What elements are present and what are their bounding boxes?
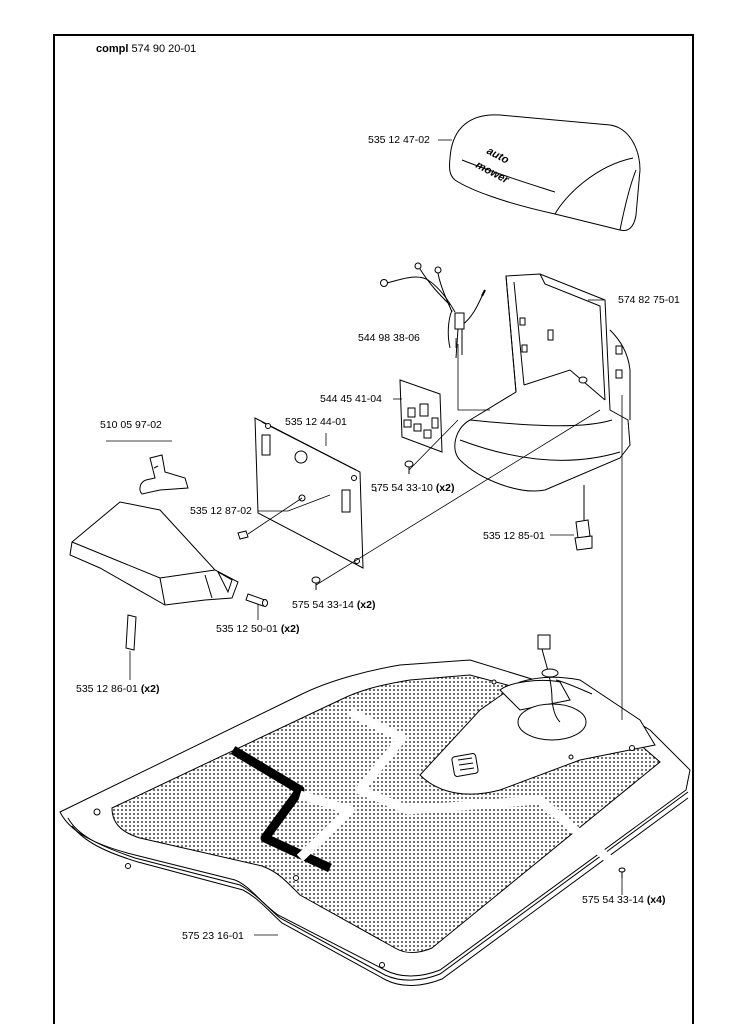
label-plate-screw: 575 54 33-14 (x2) bbox=[292, 599, 376, 611]
charging-plate-part bbox=[70, 502, 238, 605]
label-plate: 535 12 44-01 bbox=[285, 416, 347, 428]
part-qty: (x4) bbox=[646, 894, 666, 906]
base-plate-part bbox=[60, 660, 690, 986]
assembly-code: 574 90 20-01 bbox=[131, 43, 197, 55]
part-qty: (x2) bbox=[280, 623, 300, 635]
part-number: 544 45 41-04 bbox=[320, 393, 382, 405]
part-qty: (x2) bbox=[435, 482, 455, 494]
bolt-part bbox=[246, 594, 268, 607]
label-pin: 535 12 87-02 bbox=[190, 505, 252, 517]
housing-part bbox=[455, 274, 630, 491]
leader-lines bbox=[106, 140, 622, 935]
assembly-title: compl 574 90 20-01 bbox=[96, 43, 196, 55]
part-number: 535 12 86-01 bbox=[76, 683, 138, 695]
label-base-screw: 575 54 33-14 (x4) bbox=[582, 894, 666, 906]
label-connector: 535 12 85-01 bbox=[483, 530, 545, 542]
plate-screw-part bbox=[312, 577, 320, 590]
part-qty: (x2) bbox=[356, 599, 376, 611]
part-number: 535 12 85-01 bbox=[483, 530, 545, 542]
part-qty: (x2) bbox=[140, 683, 160, 695]
part-number: 535 12 50-01 bbox=[216, 623, 278, 635]
pin-part bbox=[238, 531, 248, 539]
label-bolt: 535 12 50-01 (x2) bbox=[216, 623, 300, 635]
label-cable-harness: 544 98 38-06 bbox=[358, 332, 420, 344]
plate-part bbox=[255, 418, 363, 568]
part-number: 575 54 33-14 bbox=[582, 894, 644, 906]
part-number: 574 82 75-01 bbox=[618, 294, 680, 306]
circuit-board-part bbox=[400, 380, 442, 452]
part-number: 575 54 33-10 bbox=[371, 482, 433, 494]
cable-harness-part bbox=[381, 263, 486, 358]
label-clip: 510 05 97-02 bbox=[100, 419, 162, 431]
label-housing: 574 82 75-01 bbox=[618, 294, 680, 306]
assembly-prefix: compl bbox=[96, 43, 129, 55]
part-number: 535 12 44-01 bbox=[285, 416, 347, 428]
label-strip: 535 12 86-01 (x2) bbox=[76, 683, 160, 695]
part-number: 535 12 87-02 bbox=[190, 505, 252, 517]
part-number: 575 23 16-01 bbox=[182, 930, 244, 942]
strip-part bbox=[126, 615, 136, 650]
label-cover: 535 12 47-02 bbox=[368, 134, 430, 146]
part-number: 544 98 38-06 bbox=[358, 332, 420, 344]
part-number: 535 12 47-02 bbox=[368, 134, 430, 146]
base-cable-part bbox=[538, 635, 592, 722]
clip-part bbox=[140, 455, 188, 494]
label-base-plate: 575 23 16-01 bbox=[182, 930, 244, 942]
base-screw-part bbox=[619, 868, 625, 878]
board-screw-part bbox=[405, 461, 413, 474]
cover-part bbox=[450, 115, 640, 231]
label-board-screw: 575 54 33-10 (x2) bbox=[371, 482, 455, 494]
drawing-frame bbox=[53, 34, 694, 1024]
part-number: 575 54 33-14 bbox=[292, 599, 354, 611]
connector-part bbox=[575, 485, 592, 550]
label-circuit-board: 544 45 41-04 bbox=[320, 393, 382, 405]
part-number: 510 05 97-02 bbox=[100, 419, 162, 431]
